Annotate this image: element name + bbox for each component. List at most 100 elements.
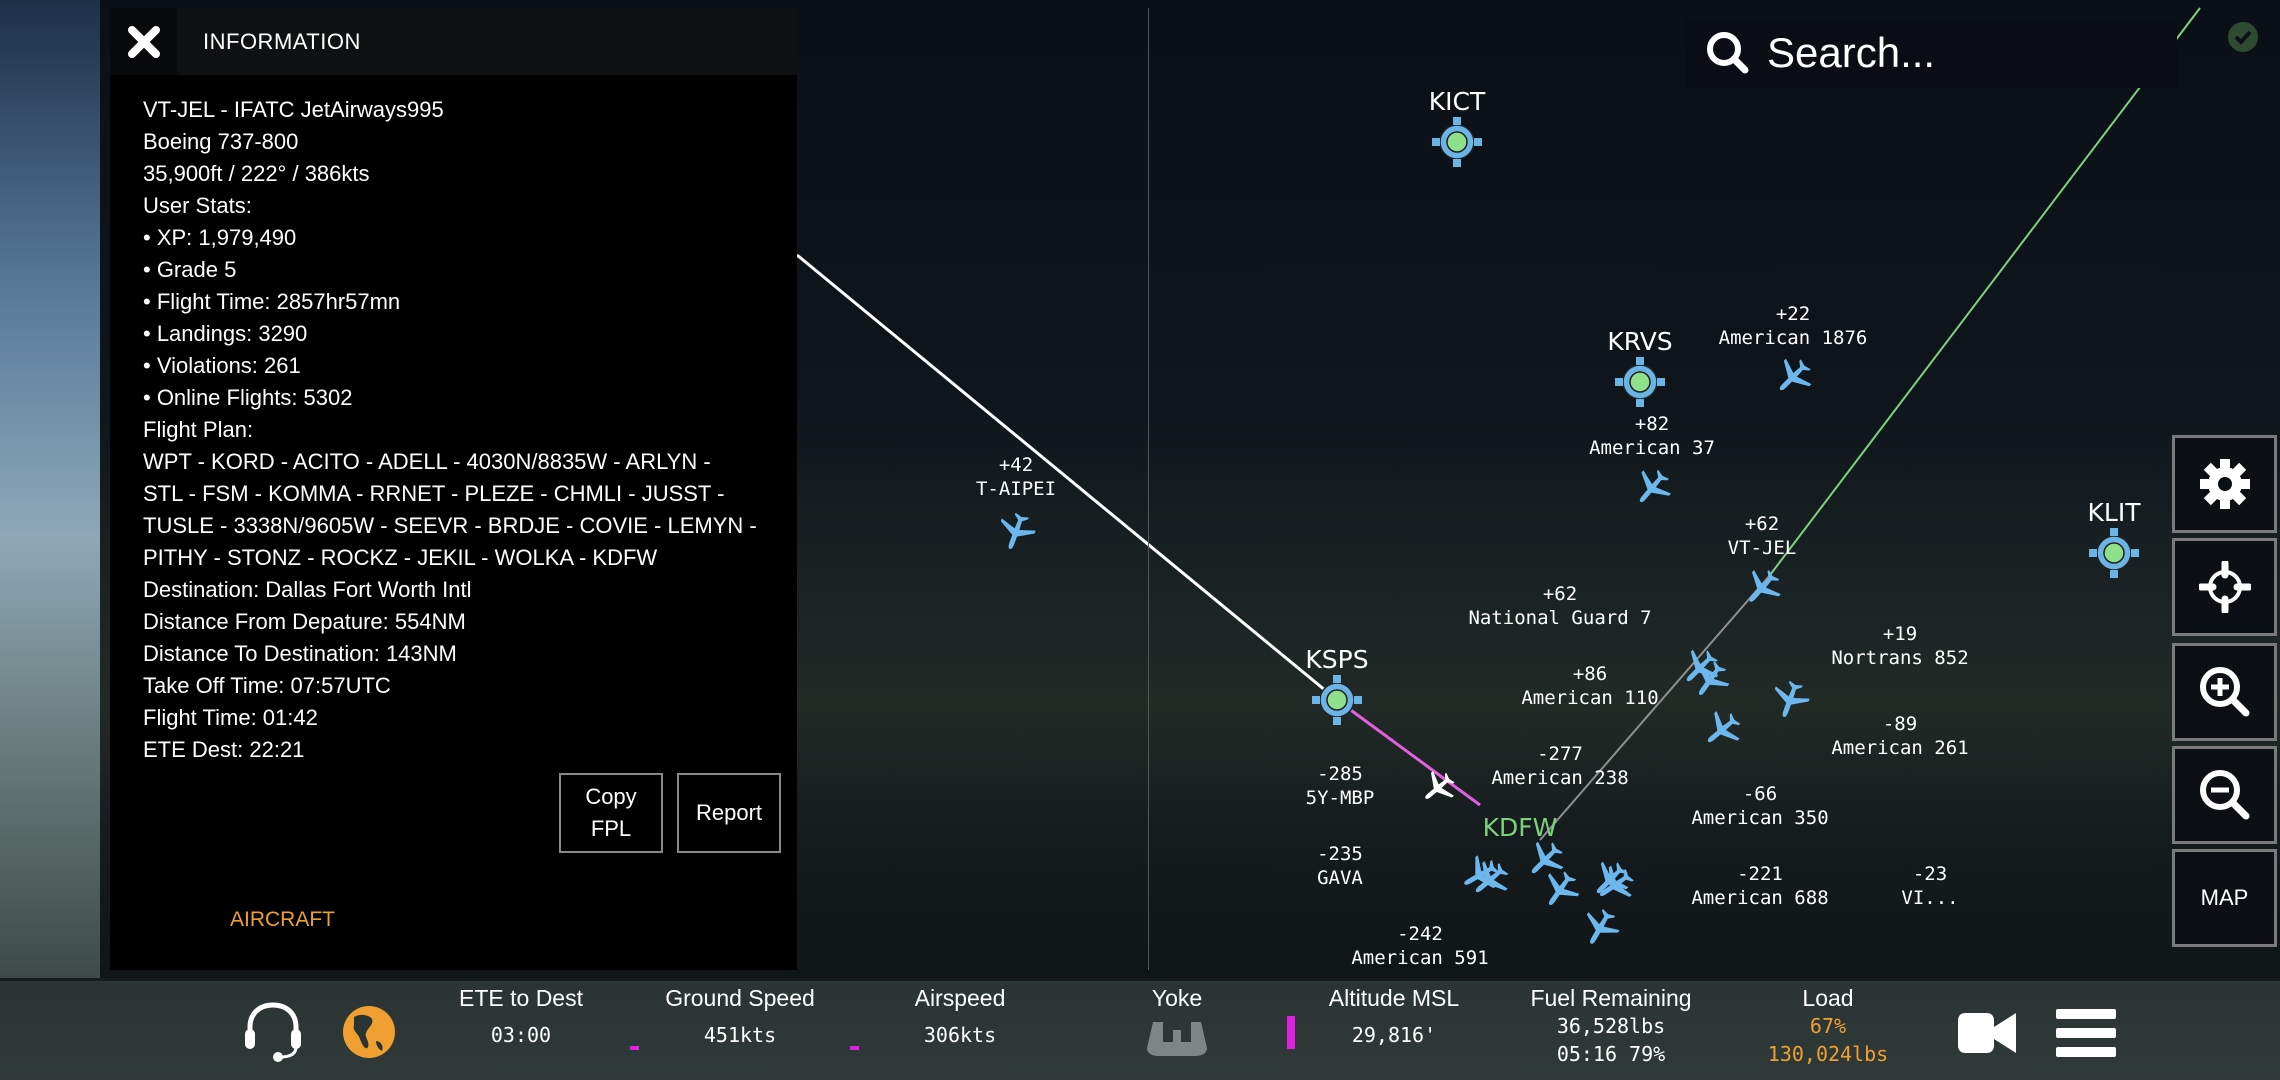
close-button[interactable] [110,8,177,75]
gs-indicator [630,1046,639,1050]
airport-klit[interactable]: KLIT [2088,498,2142,578]
info-line: VT-JEL - IFATC JetAirways995 [143,97,444,122]
zoom-out-button[interactable] [2172,746,2277,844]
info-line: Destination: Dallas Fort Worth Intl [143,577,472,602]
gs-value: 451kts [703,1023,777,1047]
airport-marker-icon [1312,675,1362,725]
aircraft-callsign: American 37 [1589,437,1715,459]
aircraft-callsign: American 261 [1831,737,1968,759]
info-line: • Flight Time: 2857hr57mn [143,289,401,314]
aircraft-altitude: -89 [1883,713,1917,735]
camera-icon[interactable] [1958,1011,2016,1055]
route-flown [796,253,1338,702]
aircraft-altitude: +42 [999,454,1033,476]
aircraft-altitude: +62 [1745,513,1779,535]
info-line: User Stats: [143,193,252,218]
airport-krvs[interactable]: KRVS [1607,327,1673,407]
info-line: Flight Plan: [143,417,254,442]
aircraft-icon [1767,351,1819,403]
settings-button[interactable] [2172,435,2277,533]
gs-label: Ground Speed [665,985,815,1011]
altitude-stat: Altitude MSL 29,816' [1329,985,1459,1049]
menu-icon[interactable] [2056,1009,2116,1057]
headset-icon[interactable] [240,1001,306,1063]
aircraft-callsign: VT-JEL [1728,537,1797,559]
info-line: • Online Flights: 5302 [143,385,353,410]
load-stat: Load 67% 130,024lbs [1768,985,1888,1068]
report-button[interactable]: Report [677,773,781,853]
map-canvas[interactable]: KICT KRVS KLIT KSPS KDFW +42T-AIPEI +22Americ… [100,0,2280,978]
fuel-time: 05:16 79% [1556,1042,1666,1066]
as-value: 306kts [923,1023,997,1047]
route-future [1769,7,2201,576]
ground-speed-stat: Ground Speed 451kts [665,985,815,1049]
info-line: Distance To Destination: 143NM [143,641,457,666]
aircraft-14[interactable]: -23VI... [1575,863,1959,953]
close-icon [127,25,160,58]
search-icon [1707,32,1749,74]
user-aircraft-icon[interactable] [1415,765,1461,811]
aircraft-altitude: +62 [1543,583,1577,605]
airport-ksps[interactable]: KSPS [1305,645,1369,725]
aircraft-icon [1684,654,1736,706]
copy-fpl-button[interactable]: Copy FPL [559,773,663,853]
fuel-label: Fuel Remaining [1530,985,1692,1011]
aircraft-tab[interactable]: AIRCRAFT [230,908,335,931]
load-percent: 67% [1809,1014,1847,1038]
aircraft-callsign: T-AIPEI [976,478,1056,500]
globe-icon[interactable] [342,1005,396,1059]
aircraft-icon [1626,462,1678,514]
alt-value: 29,816' [1351,1023,1437,1047]
aircraft-icon [1519,834,1571,886]
airport-marker-icon [1432,117,1482,167]
aircraft-callsign: National Guard 7 [1468,607,1651,629]
aircraft-callsign: American 688 [1691,887,1828,909]
aircraft-altitude: -235 [1317,843,1363,865]
info-line: Distance From Depature: 554NM [143,609,466,634]
airport-marker-icon [2089,528,2139,578]
info-line: Boeing 737-800 [143,129,299,154]
copy-fpl-label-2: FPL [590,816,632,841]
aircraft-icon [1589,859,1641,911]
aircraft-callsign: 5Y-MBP [1306,787,1375,809]
load-label: Load [1802,985,1854,1011]
map-button[interactable]: MAP [2172,849,2277,947]
aircraft-altitude: +82 [1635,413,1669,435]
aircraft-altitude: -23 [1913,863,1947,885]
information-panel: INFORMATION VT-JEL - IFATC JetAirways995… [110,8,797,970]
load-weight: 130,024lbs [1767,1042,1889,1066]
airport-kict[interactable]: KICT [1429,87,1486,167]
alt-label: Altitude MSL [1328,985,1460,1011]
zoom-out-icon [2199,770,2249,820]
aircraft-0[interactable]: +42T-AIPEI [976,454,1056,556]
info-line: • XP: 1,979,490 [143,225,297,250]
crosshair-icon [2198,561,2251,613]
search-input[interactable]: Search... [1685,18,2177,88]
airport-label: KDFW [1483,813,1558,842]
aircraft-icon [1766,676,1814,724]
aircraft-callsign: Nortrans 852 [1831,647,1968,669]
airspeed-indicator [850,1046,859,1050]
locate-button[interactable] [2172,538,2277,636]
zoom-in-button[interactable] [2172,643,2277,741]
altitude-indicator [1287,1016,1295,1049]
yoke-stat[interactable]: Yoke [1145,985,1209,1061]
airport-kdfw[interactable]: KDFW [1483,813,1558,842]
search-placeholder: Search... [1767,29,1936,76]
